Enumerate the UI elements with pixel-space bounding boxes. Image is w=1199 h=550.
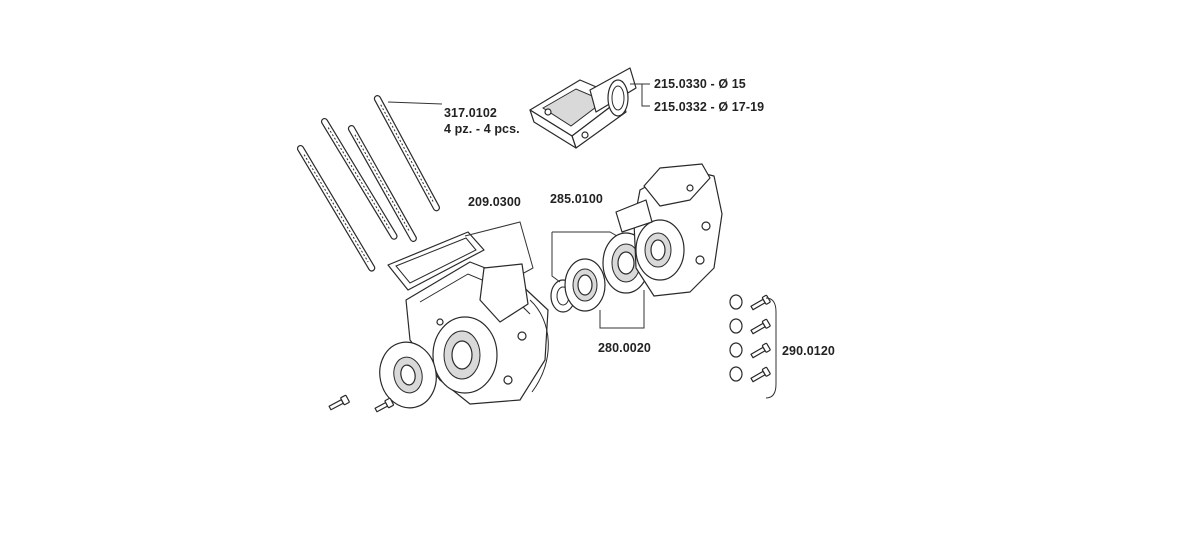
cover-bolts: [328, 394, 395, 413]
label-seal: 285.0100: [550, 192, 603, 206]
side-cover: [379, 341, 437, 409]
cylinder-gasket: [387, 221, 534, 291]
label-screws: 290.0120: [782, 344, 835, 358]
stud: [296, 144, 376, 272]
stud: [320, 117, 398, 240]
label-bearing: 280.0020: [598, 341, 651, 355]
label-gasket: 209.0300: [468, 195, 521, 209]
label-reed-a: 215.0330 - Ø 15: [654, 77, 746, 91]
stud: [347, 125, 417, 242]
label-studs-code: 317.0102: [444, 106, 497, 120]
label-studs-qty: 4 pz. - 4 pcs.: [444, 122, 520, 136]
crankcase-right: [615, 163, 723, 297]
main-bearing-1: [564, 258, 606, 312]
crankcase-left: [405, 261, 549, 405]
cylinder-studs: [296, 95, 443, 272]
label-reed-b: 215.0332 - Ø 17-19: [654, 100, 764, 114]
reed-valve: [529, 67, 650, 149]
stud: [373, 95, 441, 212]
screw-set: [729, 294, 777, 399]
